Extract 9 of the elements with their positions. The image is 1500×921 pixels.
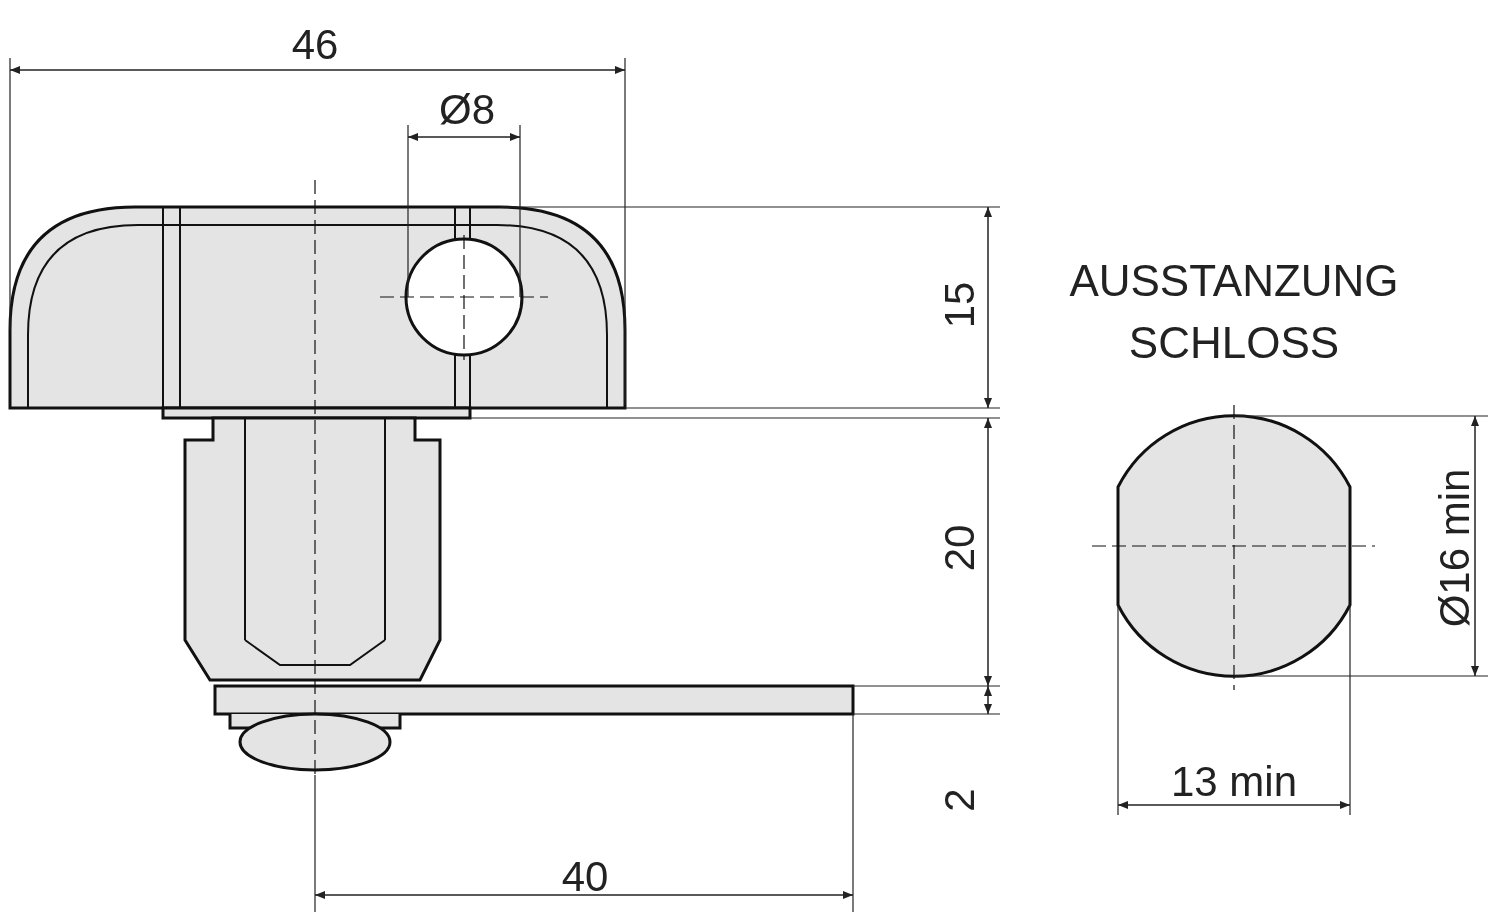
dimension-label: 20 xyxy=(939,524,981,572)
dimension-label: 15 xyxy=(939,281,981,329)
dimension-label: Ø8 xyxy=(439,89,495,131)
dimension-label: 46 xyxy=(291,24,339,66)
dimension-label: 2 xyxy=(939,788,981,812)
section-heading: AUSSTANZUNG SCHLOSS xyxy=(1068,255,1400,369)
dimension-label: 40 xyxy=(561,856,609,898)
dimension-label: 13 min xyxy=(1170,761,1298,803)
dimension-label: Ø16 min xyxy=(1434,468,1476,628)
